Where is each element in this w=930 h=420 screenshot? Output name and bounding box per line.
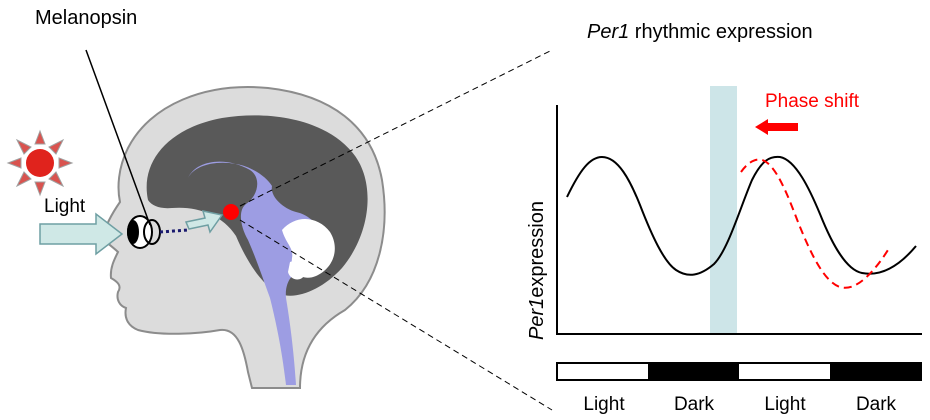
scn-arrow: [184, 210, 224, 234]
melanopsin-label: Melanopsin: [35, 7, 137, 29]
bar-label-dark-1: Dark: [674, 394, 715, 415]
dark-period-2: [830, 363, 921, 380]
pupil: [127, 220, 139, 244]
y-axis-label: Per1expression: [526, 201, 548, 340]
sun-icon: [6, 129, 74, 197]
y-label-italic: Per1: [526, 298, 548, 340]
highlight-band: [710, 86, 737, 334]
neural-structure: [188, 161, 326, 385]
dark-period-1: [648, 363, 739, 380]
y-label-rest: expression: [526, 201, 548, 298]
light-arrow: [39, 212, 124, 256]
bar-label-dark-2: Dark: [856, 394, 897, 415]
per1-curve: [566, 155, 917, 276]
scn-dot: [223, 204, 239, 220]
phase-shifted-curve: [740, 158, 889, 289]
bar-label-light-2: Light: [764, 394, 806, 415]
panel-title: Per1 rhythmic expression: [587, 21, 813, 43]
retinal-tract: [159, 228, 189, 234]
bar-label-light-1: Light: [583, 394, 625, 415]
ventricle-shape-lower: [288, 260, 305, 280]
zoom-line-bottom: [239, 219, 553, 411]
panel-title-rest: rhythmic expression: [629, 21, 812, 43]
phase-shift-arrow: [755, 119, 798, 135]
panel-title-italic: Per1: [587, 21, 629, 43]
melanopsin-pointer: [85, 49, 151, 226]
light-label: Light: [44, 196, 86, 217]
phase-shift-label: Phase shift: [765, 91, 860, 112]
zoom-line-top: [239, 49, 553, 207]
